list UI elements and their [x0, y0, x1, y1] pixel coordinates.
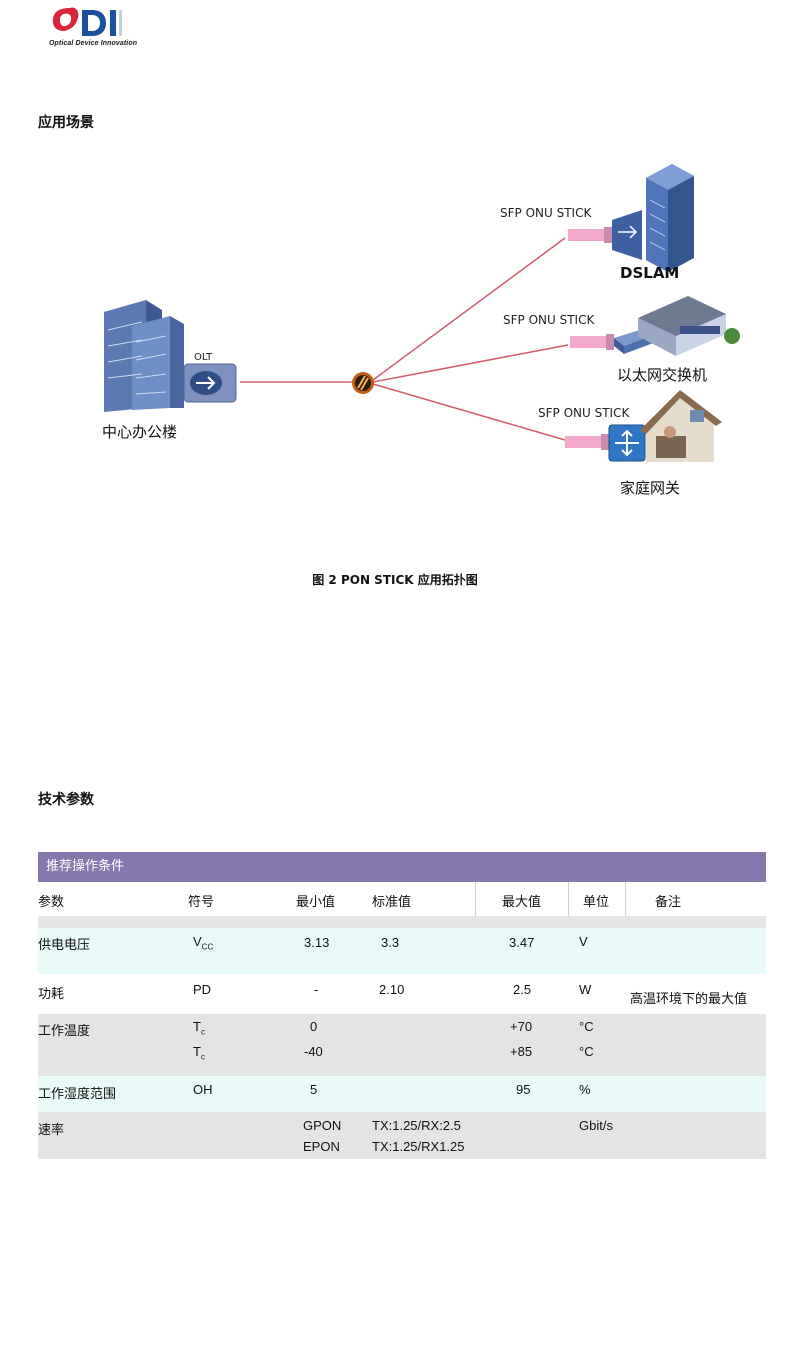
cell-typ: TX:1.25/RX1.25: [372, 1139, 465, 1154]
office-building-icon: [104, 300, 184, 412]
cell-min: EPON: [303, 1139, 340, 1154]
figure-caption: 图 2 PON STICK 应用拓扑图: [312, 573, 478, 587]
cell-max: 3.47: [509, 935, 535, 950]
olt-label: OLT: [194, 352, 213, 363]
header-typ: 标准值: [372, 895, 412, 910]
hq-label: 中心办公楼: [102, 423, 177, 441]
cell-param: 功耗: [38, 987, 65, 1002]
header-separator: [38, 916, 766, 928]
cell-min: -: [314, 982, 319, 997]
cell-min: 0: [310, 1019, 318, 1034]
section-heading-application: 应用场景: [38, 115, 94, 131]
cell-unit: Gbit/s: [579, 1118, 613, 1133]
cell-min: GPON: [303, 1118, 342, 1133]
cell-min: -40: [304, 1044, 323, 1059]
cell-unit: %: [579, 1082, 591, 1097]
header-symbol: 符号: [188, 895, 215, 910]
cell-min: 5: [310, 1082, 318, 1097]
table-row: 工作温度 Tc 0 +70 °C Tc -40 +85 °C: [38, 1014, 766, 1076]
cell-symbol: VCC: [193, 934, 214, 952]
table-row: 速率 GPON TX:1.25/RX:2.5 Gbit/s EPON TX:1.…: [38, 1112, 766, 1159]
table-row: 供电电压 VCC 3.13 3.3 3.47 V: [38, 928, 766, 974]
section-heading-specs: 技术参数: [38, 792, 94, 808]
cell-max: +85: [510, 1044, 533, 1059]
cell-symbol: OH: [193, 1082, 213, 1097]
cell-typ: 2.10: [379, 982, 405, 997]
cell-symbol: Tc: [193, 1044, 205, 1062]
sfp-stick-icon: [565, 436, 601, 448]
device-label-gateway: 家庭网关: [620, 479, 680, 497]
dslam-device-icon: [612, 164, 694, 272]
home-gateway-icon: [608, 390, 722, 462]
topology-diagram: OLT 中心办公楼 SFP ONU STICK DSLAM SFP ONU ST…: [102, 164, 740, 497]
table-row: 工作湿度范围 OH 5 95 %: [38, 1076, 766, 1112]
cell-param: 供电电压: [38, 938, 91, 953]
cell-min: 3.13: [304, 935, 330, 950]
logo-tagline: Optical Device Innovation: [49, 40, 138, 47]
cell-param: 工作湿度范围: [38, 1087, 117, 1102]
cell-unit: W: [579, 982, 592, 997]
sfp-stick-icon: [570, 336, 606, 348]
table-header-row: 参数 符号 最小值 标准值 最大值 单位 备注: [38, 882, 766, 916]
cell-unit: °C: [579, 1019, 594, 1034]
optical-splitter-icon: [352, 372, 374, 394]
device-label-dslam: DSLAM: [620, 264, 679, 282]
header-max: 最大值: [502, 895, 542, 910]
cell-typ: TX:1.25/RX:2.5: [372, 1118, 461, 1133]
cell-max: +70: [510, 1019, 533, 1034]
cell-unit: °C: [579, 1044, 594, 1059]
cell-typ: 3.3: [381, 935, 400, 950]
cell-max: 95: [516, 1082, 531, 1097]
stick-label-2: SFP ONU STICK: [503, 313, 595, 327]
stick-label-1: SFP ONU STICK: [500, 206, 592, 220]
table-title: 推荐操作条件: [38, 852, 766, 882]
table-row: 功耗 PD - 2.10 2.5 W 高温环境下的最大值: [38, 974, 766, 1014]
cell-param: 工作温度: [38, 1024, 91, 1039]
recommended-operating-conditions-table: 推荐操作条件 参数 符号 最小值 标准值 最大值 单位 备注 供电电压 VCC …: [38, 852, 766, 1159]
stick-label-3: SFP ONU STICK: [538, 406, 630, 420]
cell-symbol: PD: [193, 982, 212, 997]
cell-param: 速率: [38, 1123, 65, 1138]
header-min: 最小值: [296, 895, 336, 910]
device-label-switch: 以太网交换机: [617, 366, 707, 384]
cell-max: 2.5: [513, 982, 532, 997]
header-unit: 单位: [583, 895, 610, 910]
header-param: 参数: [38, 895, 65, 910]
cell-note: 高温环境下的最大值: [630, 992, 748, 1007]
ethernet-switch-icon: [614, 296, 740, 356]
cell-unit: V: [579, 934, 588, 949]
sfp-stick-icon: [568, 229, 604, 241]
odi-logo: [52, 7, 122, 36]
olt-device-icon: [183, 363, 237, 403]
cell-symbol: Tc: [193, 1019, 205, 1037]
header-note: 备注: [655, 895, 682, 910]
